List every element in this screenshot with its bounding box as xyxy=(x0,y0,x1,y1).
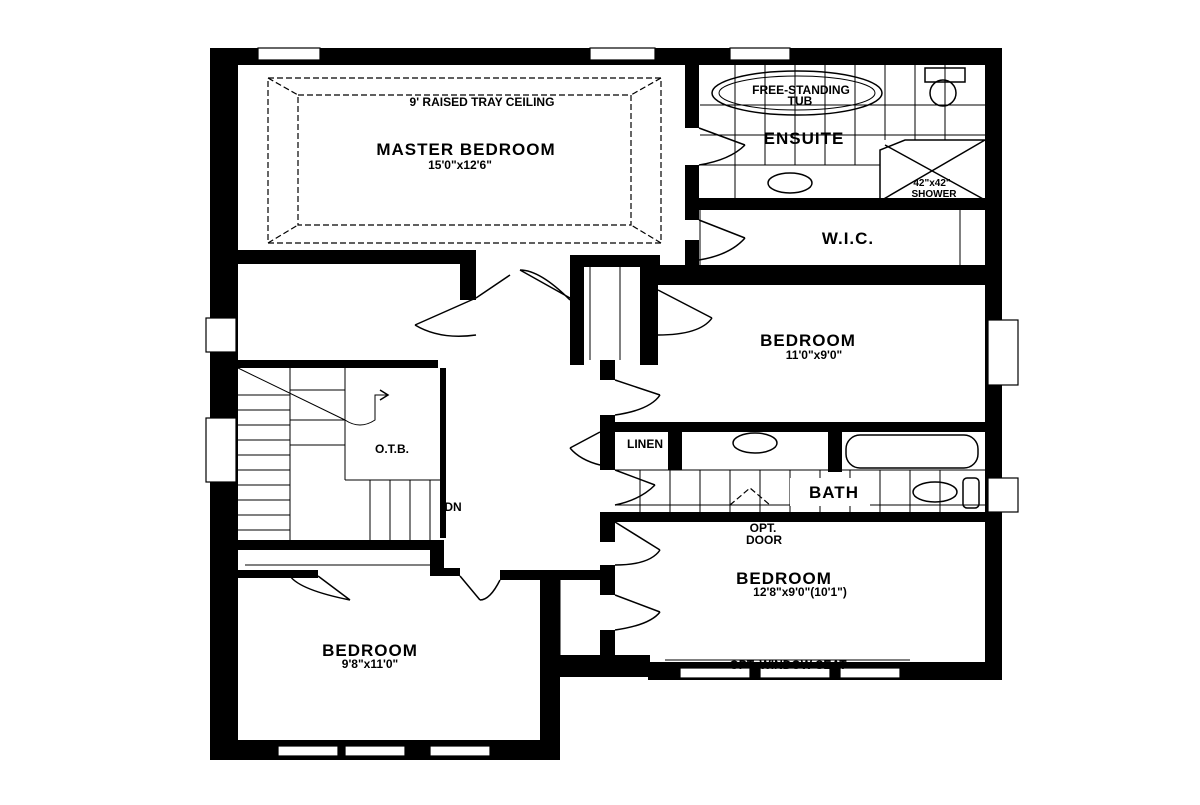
bedroom4-label: BEDROOM xyxy=(322,641,418,660)
windows xyxy=(205,47,1019,757)
bath-fixtures xyxy=(615,432,985,512)
staircase xyxy=(237,367,440,540)
bedroom2-size: 11'0"x9'0" xyxy=(786,348,842,362)
doors xyxy=(245,210,961,661)
opt-door-label-2: DOOR xyxy=(746,533,782,547)
ensuite-label: ENSUITE xyxy=(764,129,845,148)
shower-icon xyxy=(879,139,986,201)
tub-label-2: TUB xyxy=(788,94,813,108)
tray-ceiling-outline xyxy=(267,77,662,244)
tub-label: FREE-STANDING xyxy=(752,83,850,97)
interior-walls xyxy=(238,48,988,660)
bedroom2-label: BEDROOM xyxy=(760,331,856,350)
bathtub-icon xyxy=(845,434,979,469)
linen-label: LINEN xyxy=(627,437,663,451)
ceiling-note: 9' RAISED TRAY CEILING xyxy=(410,95,555,109)
bath-label: BATH xyxy=(809,483,859,502)
tub-icon xyxy=(711,70,883,116)
shower-size: 42"x42" xyxy=(913,178,951,189)
bedroom3-size: 12'8"x9'0"(10'1") xyxy=(753,585,847,599)
sink-icon xyxy=(767,172,813,194)
master-bedroom-size: 15'0"x12'6" xyxy=(428,158,492,172)
toilet-icon xyxy=(929,79,957,107)
otb-label: O.T.B. xyxy=(375,442,409,456)
stairs-down-label: DN xyxy=(444,500,461,514)
shower-label: SHOWER xyxy=(912,189,958,200)
bedroom4-size: 9'8"x11'0" xyxy=(342,657,398,671)
master-bedroom-label: MASTER BEDROOM xyxy=(376,140,555,159)
ensuite-tile-grid xyxy=(698,65,986,201)
window-seat-label: OPT. WINDOW SEAT xyxy=(729,658,847,672)
wic-label: W.I.C. xyxy=(822,229,874,248)
opt-door-label: OPT. xyxy=(750,521,777,535)
bedroom3-label: BEDROOM xyxy=(736,569,832,588)
